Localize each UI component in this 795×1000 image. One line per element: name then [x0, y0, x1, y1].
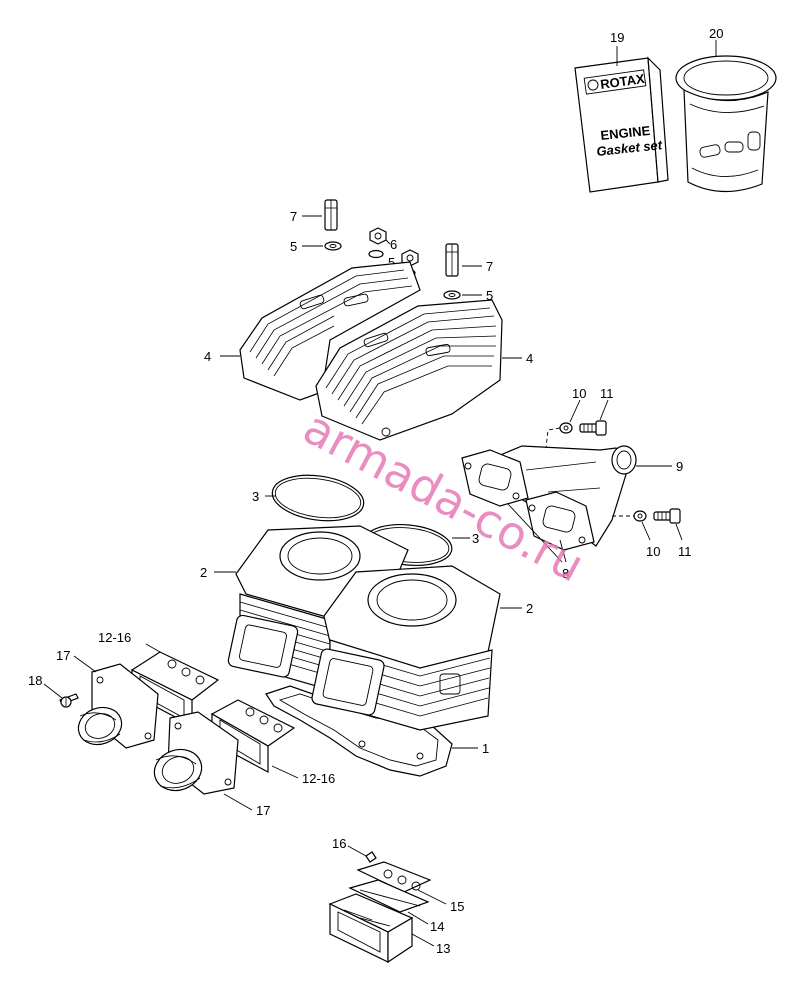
- exhaust-gasket-lower: [525, 491, 595, 551]
- stud-left: [324, 199, 338, 231]
- stud-right: [445, 243, 459, 277]
- callout-4-left: 4: [204, 349, 211, 364]
- box-line1: ENGINE: [600, 123, 651, 143]
- intake-manifold-lower: [153, 711, 239, 795]
- washer-10-upper: [559, 422, 573, 434]
- reed-stop-16: [365, 851, 377, 863]
- screw-11-upper: [579, 420, 607, 436]
- cylinder-head-right: [315, 299, 503, 441]
- callout-17-lower: 17: [256, 803, 270, 818]
- washer-10-lower: [633, 510, 647, 522]
- callout-6: 6: [390, 237, 397, 252]
- callout-10-upper: 10: [572, 386, 586, 401]
- intake-manifold-upper: [77, 663, 159, 749]
- callout-17-upper: 17: [56, 648, 70, 663]
- box-line2: Gasket set: [596, 137, 664, 159]
- reed-petal-14: [348, 879, 430, 913]
- callout-13: 13: [436, 941, 450, 956]
- callout-2-right: 2: [526, 601, 533, 616]
- callout-2-left: 2: [200, 565, 207, 580]
- exhaust-gasket-upper: [461, 449, 529, 507]
- callout-12-16-upper: 12-16: [98, 630, 131, 645]
- callout-7-right: 7: [486, 259, 493, 274]
- cylinder-right: [311, 565, 501, 731]
- washer-left: [324, 241, 342, 251]
- callout-20: 20: [709, 26, 723, 41]
- callout-1: 1: [482, 741, 489, 756]
- cylinder-head-left: [239, 261, 421, 401]
- callout-7-left: 7: [290, 209, 297, 224]
- callout-11-upper: 11: [600, 386, 614, 401]
- reed-block-13: [328, 893, 414, 964]
- box-brand: ROTAX: [599, 71, 646, 92]
- callout-16: 16: [332, 836, 346, 851]
- cylinder-sleeve: [675, 55, 777, 193]
- callout-8: 8: [562, 566, 569, 581]
- gasket-set-box: ROTAX ENGINE Gasket set: [574, 56, 669, 193]
- callout-4-right: 4: [526, 351, 533, 366]
- bolt-18: [59, 693, 79, 708]
- rotax-logo-icon: [587, 79, 599, 91]
- callout-12-16-lower: 12-16: [302, 771, 335, 786]
- head-gasket-left: [271, 474, 365, 522]
- callout-10-lower: 10: [646, 544, 660, 559]
- callout-19: 19: [610, 30, 624, 45]
- callout-3-right: 3: [472, 531, 479, 546]
- washer-right: [443, 290, 461, 300]
- callout-5-mid: 5: [388, 255, 395, 270]
- callout-11-lower: 11: [678, 544, 692, 559]
- callout-18: 18: [28, 673, 42, 688]
- callout-14: 14: [430, 919, 444, 934]
- screw-11-lower: [653, 508, 681, 524]
- callout-5-right: 5: [486, 288, 493, 303]
- callout-9: 9: [676, 459, 683, 474]
- callout-3-left: 3: [252, 489, 259, 504]
- callout-15: 15: [450, 899, 464, 914]
- callout-5-left: 5: [290, 239, 297, 254]
